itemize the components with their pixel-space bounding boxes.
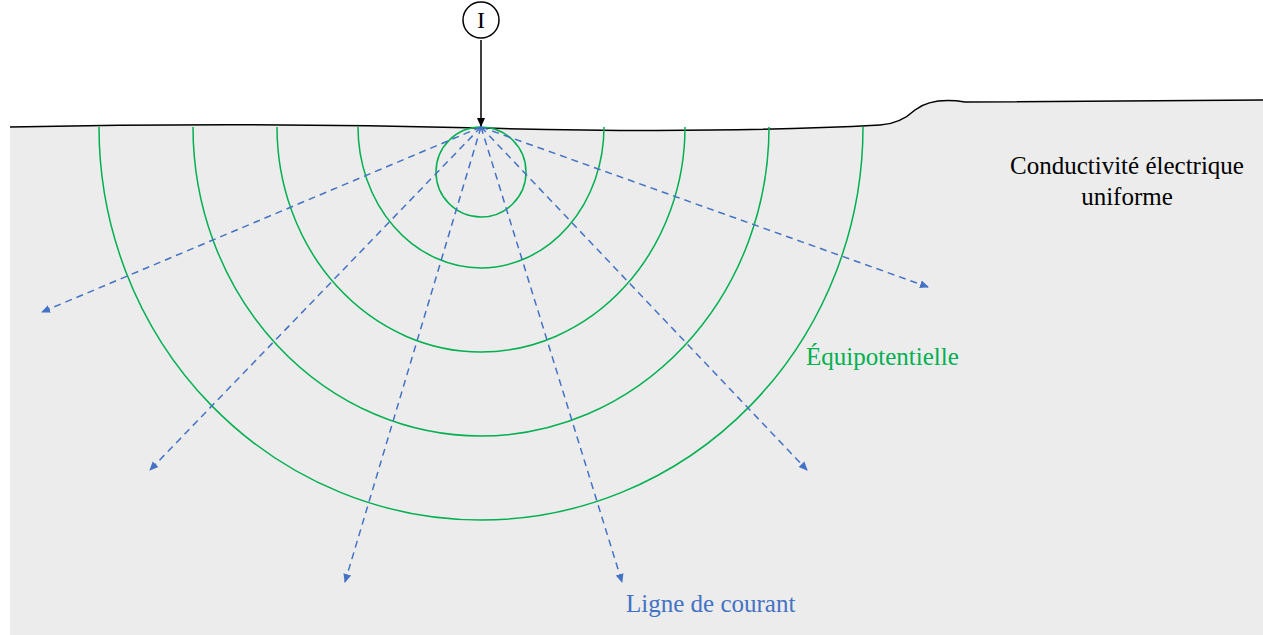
ground-surface [10, 100, 1263, 130]
ground-fill [10, 100, 1263, 635]
injection-arrow [480, 40, 482, 126]
material-label: Conductivité électrique uniforme [1005, 150, 1249, 213]
source-label: I [477, 7, 485, 34]
current-line-label: Ligne de courant [624, 588, 797, 619]
source-circle: I [462, 1, 500, 39]
equipotential-label: Équipotentielle [804, 341, 961, 372]
equipotential-lines [99, 127, 863, 520]
current-lines [42, 127, 928, 582]
